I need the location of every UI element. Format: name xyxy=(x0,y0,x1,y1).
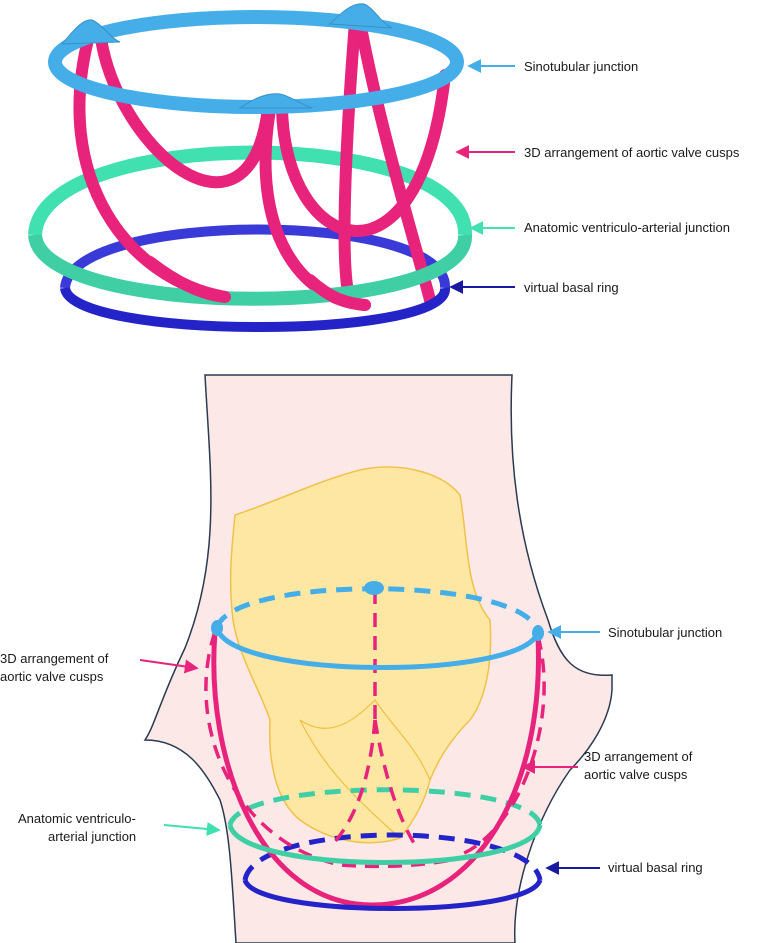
bottom-anatomic-diagram: Sinotubular junction 3D arrangement of a… xyxy=(0,374,722,943)
top-label-sinotubular: Sinotubular junction xyxy=(524,59,638,74)
basal-ring-front xyxy=(242,878,543,911)
cusp-curves-front xyxy=(144,256,371,311)
bottom-label-sinotubular: Sinotubular junction xyxy=(608,625,722,640)
ventriculo-arterial-ring-front xyxy=(227,824,543,865)
bottom-label-ventriculo-arterial-2: arterial junction xyxy=(48,829,136,844)
commissure-dot-back xyxy=(364,581,384,595)
basal-ring-back xyxy=(60,224,451,290)
basal-ring-back xyxy=(242,832,543,881)
ventriculo-arterial-ring-front xyxy=(28,233,473,306)
commissure-bumps xyxy=(60,3,393,109)
top-label-basal-ring: virtual basal ring xyxy=(524,280,619,295)
bottom-label-cusps-right-1: 3D arrangement of xyxy=(584,749,693,764)
sinotubular-ring-front xyxy=(214,626,541,670)
sinotubular-ring xyxy=(48,10,464,114)
bottom-label-basal-ring: virtual basal ring xyxy=(608,860,703,875)
bottom-label-cusps-right-2: aortic valve cusps xyxy=(584,767,688,782)
basal-ring-front xyxy=(60,286,450,332)
bottom-label-cusps-left-1: 3D arrangement of xyxy=(0,651,109,666)
ventriculo-arterial-ring-back xyxy=(227,787,543,827)
bottom-label-cusps-left-2: aortic valve cusps xyxy=(0,669,104,684)
bottom-label-ventriculo-arterial-1: Anatomic ventriculo- xyxy=(18,811,136,826)
top-label-ventriculo-arterial: Anatomic ventriculo-arterial junction xyxy=(524,220,730,235)
top-3d-diagram: Sinotubular junction 3D arrangement of a… xyxy=(28,3,740,332)
top-label-cusps: 3D arrangement of aortic valve cusps xyxy=(524,145,740,160)
